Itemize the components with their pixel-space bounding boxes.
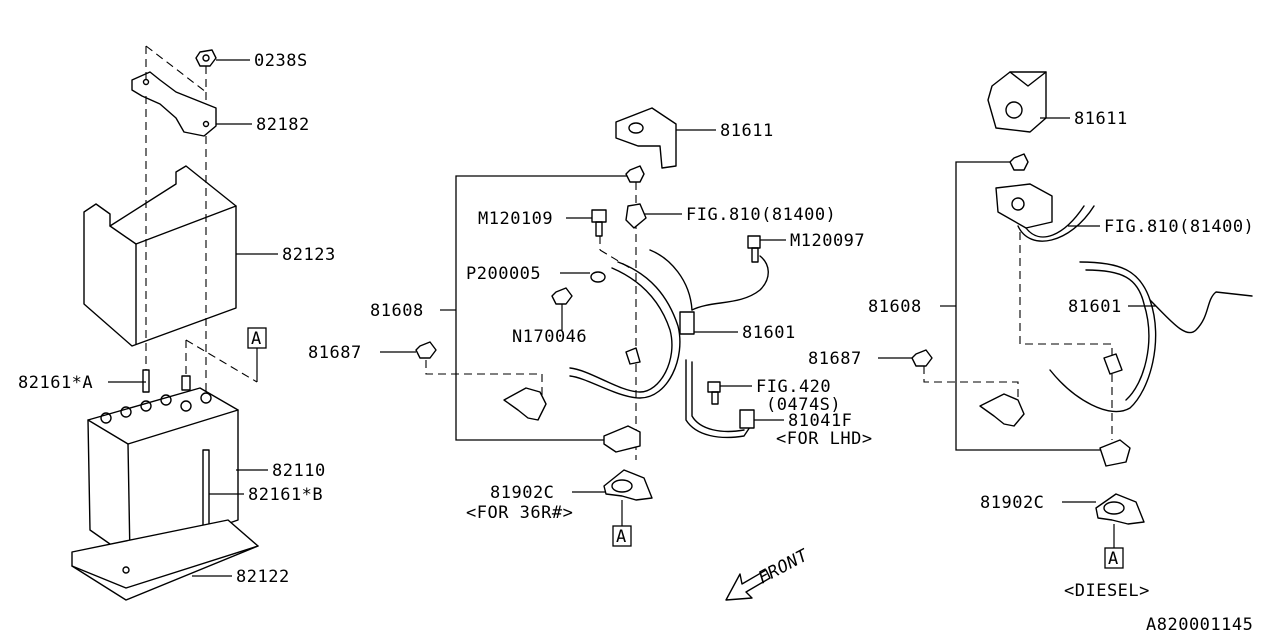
label-81902c-mid: 81902C	[490, 483, 554, 503]
battery-harness-81601-right	[979, 261, 1253, 467]
terminal-cover-81611-mid	[615, 107, 677, 169]
terminal-clamp-fig810-right	[995, 183, 1095, 242]
bolt-m120097	[747, 235, 761, 263]
label-81687-right: 81687	[808, 349, 862, 369]
label-n170046: N170046	[512, 327, 587, 347]
nut-n170046	[551, 287, 573, 305]
bolt-m120109	[591, 209, 607, 237]
terminal-cover-81611-right	[987, 71, 1047, 133]
terminal-81902c-mid	[603, 425, 653, 501]
label-for-lhd: <FOR LHD>	[776, 429, 873, 449]
label-p200005: P200005	[466, 264, 541, 284]
label-82123: 82123	[282, 245, 336, 265]
label-82122: 82122	[236, 567, 290, 587]
label-diesel: <DIESEL>	[1064, 581, 1150, 601]
nut-81687-mid	[415, 341, 437, 359]
label-81902c-right: 81902C	[980, 493, 1044, 513]
label-81041f: 81041F	[788, 411, 852, 431]
label-0238s: 0238S	[254, 51, 308, 71]
label-front: FRONT	[755, 545, 813, 588]
label-81611-mid: 81611	[720, 121, 774, 141]
label-fig810-mid: FIG.810(81400)	[686, 205, 836, 225]
terminal-clamp-fig810-mid	[625, 203, 647, 229]
label-81687-mid: 81687	[308, 343, 362, 363]
label-0474s: (0474S)	[766, 395, 841, 415]
nut-0238s	[195, 49, 217, 67]
label-82110: 82110	[272, 461, 326, 481]
bolt-0474s	[707, 381, 721, 405]
label-82161-a: 82161*A	[18, 373, 93, 393]
label-m120109: M120109	[478, 209, 553, 229]
label-81601-right: 81601	[1068, 297, 1122, 317]
label-82161-b: 82161*B	[248, 485, 323, 505]
battery-82110	[87, 375, 239, 559]
ref-a-box-left: A	[251, 329, 262, 349]
ref-a-box-mid: A	[616, 527, 627, 547]
label-81611-right: 81611	[1074, 109, 1128, 129]
washer-p200005	[590, 271, 606, 283]
label-81608-right: 81608	[868, 297, 922, 317]
label-m120097: M120097	[790, 231, 865, 251]
front-arrow-icon	[725, 569, 771, 601]
ground-cable-81041f	[685, 359, 755, 439]
battery-tray-82122	[71, 519, 259, 601]
terminal-81902c-right	[1095, 493, 1145, 525]
label-81601-mid: 81601	[742, 323, 796, 343]
label-82182: 82182	[256, 115, 310, 135]
ref-a-box-right: A	[1108, 549, 1119, 569]
diagram-id: A820001145	[1146, 615, 1253, 635]
label-fig810-right: FIG.810(81400)	[1104, 217, 1254, 237]
battery-cover-82123	[83, 165, 237, 347]
battery-harness-81601-mid	[503, 249, 769, 421]
label-81608-mid: 81608	[370, 301, 424, 321]
hold-down-bracket-82182	[131, 71, 217, 137]
label-fig420: FIG.420	[756, 377, 831, 397]
label-for-36r: <FOR 36R#>	[466, 503, 573, 523]
nut-81687-right	[911, 349, 933, 367]
